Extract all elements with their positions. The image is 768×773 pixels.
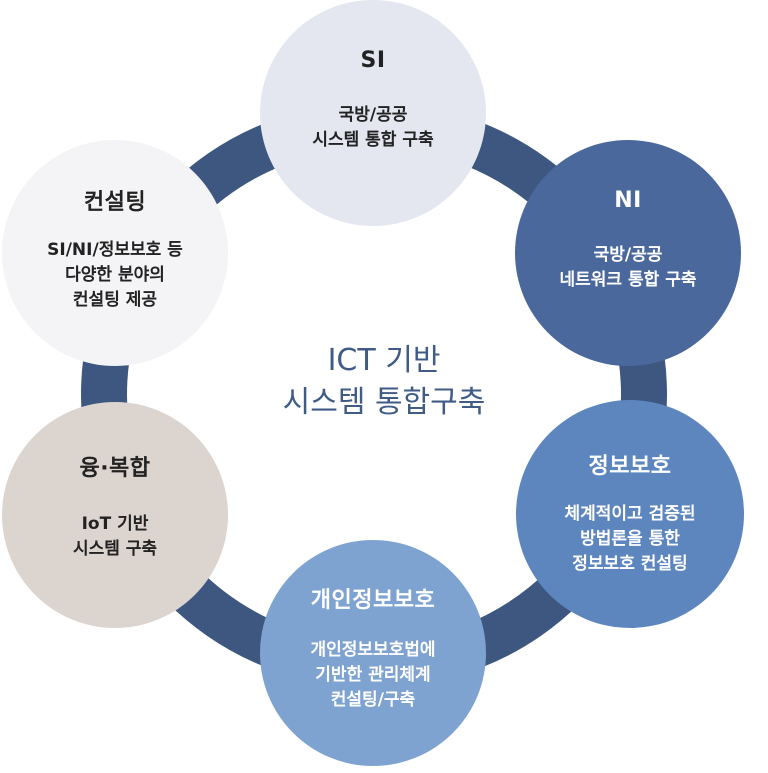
node-privacy-line: 컨설팅/구축 [330,690,416,710]
node-si: SI 국방/공공 시스템 통합 구축 [260,0,486,226]
node-ni-title: NI [614,188,642,213]
node-convergence-title: 융·복합 [79,456,151,481]
center-title: ICT 기반 시스템 통합구축 [234,340,534,424]
node-ni-line: 네트워크 통합 구축 [559,270,697,290]
node-security: 정보보호 체계적이고 검증된 방법론을 통한 정보보호 컨설팅 [516,400,744,628]
node-privacy-line: 기반한 관리체계 [315,665,431,685]
node-privacy-title: 개인정보보호 [310,588,436,613]
node-convergence: 융·복합 IoT 기반 시스템 구축 [2,402,228,628]
node-security-description: 체계적이고 검증된 방법론을 통한 정보보호 컨설팅 [564,502,695,577]
node-security-line: 정보보호 컨설팅 [572,554,688,574]
node-ni-line: 국방/공공 [593,245,663,265]
node-si-title: SI [360,48,386,73]
node-si-line: 국방/공공 [338,105,408,125]
node-convergence-line: 시스템 구축 [72,539,158,559]
node-security-line: 방법론을 통한 [580,529,680,549]
node-security-line: 체계적이고 검증된 [564,504,696,524]
node-privacy-line: 개인정보보호법에 [310,640,436,660]
node-ni: NI 국방/공공 네트워크 통합 구축 [515,140,741,366]
node-consulting: 컨설팅 SI/NI/정보보호 등 다양한 분야의 컨설팅 제공 [2,140,228,366]
node-consulting-line: 컨설팅 제공 [72,290,158,310]
node-ni-description: 국방/공공 네트워크 통합 구축 [560,243,697,293]
node-consulting-line: SI/NI/정보보호 등 [47,240,183,260]
node-consulting-line: 다양한 분야의 [65,265,165,285]
node-privacy-description: 개인정보보호법에 기반한 관리체계 컨설팅/구축 [310,638,435,713]
node-consulting-description: SI/NI/정보보호 등 다양한 분야의 컨설팅 제공 [47,238,183,313]
center-title-line2: 시스템 통합구축 [282,385,486,420]
center-title-line1: ICT 기반 [327,343,441,378]
node-privacy: 개인정보보호 개인정보보호법에 기반한 관리체계 컨설팅/구축 [260,540,486,766]
node-convergence-line: IoT 기반 [81,514,149,534]
node-si-line: 시스템 통합 구축 [312,130,434,150]
node-si-description: 국방/공공 시스템 통합 구축 [312,103,433,153]
node-security-title: 정보보호 [588,454,672,479]
node-convergence-description: IoT 기반 시스템 구축 [73,512,157,562]
node-consulting-title: 컨설팅 [83,190,147,215]
